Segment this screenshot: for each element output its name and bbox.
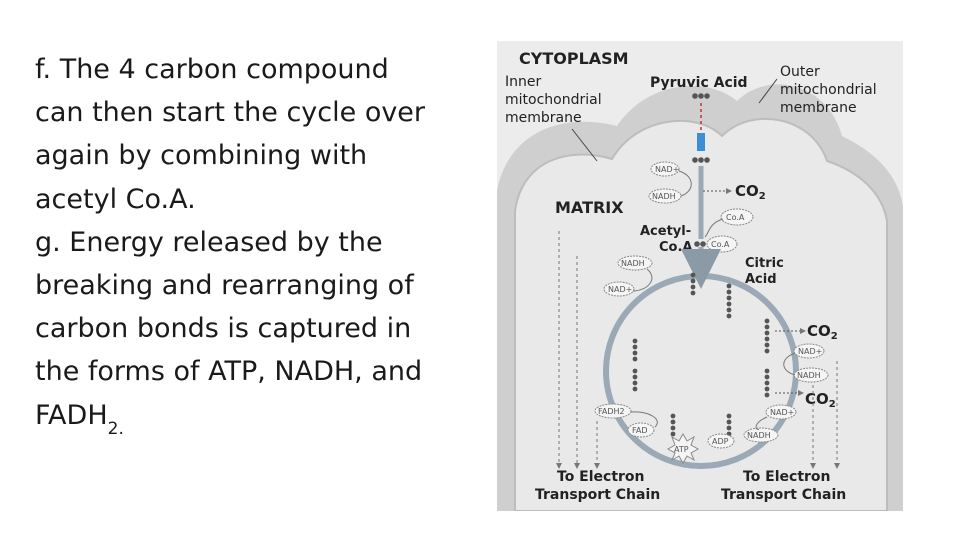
etc-left-label-2: Transport Chain: [535, 487, 660, 503]
pyruvate-carbons: [692, 93, 710, 99]
acetyl-label-2: Co.A: [659, 240, 692, 255]
inner-membrane-label-2: mitochondrial: [505, 92, 602, 108]
acetyl-coa-bubble: [706, 235, 738, 253]
carbon-chains: [632, 272, 770, 437]
inner-membrane-pointer: [571, 128, 598, 162]
etc-left-label-1: To Electron: [557, 469, 645, 485]
text-line: the forms of ATP, NADH, and: [35, 356, 423, 388]
coa-label: Co.A: [726, 213, 745, 222]
nad-label-bottom: NAD+: [770, 408, 794, 417]
slide-text-block: f. The 4 carbon compound can then start …: [35, 48, 475, 440]
text-line: can then start the cycle over: [35, 97, 426, 129]
etc-right-label-2: Transport Chain: [721, 487, 846, 503]
outer-membrane-label-3: membrane: [780, 100, 857, 116]
fadh2-bubble: [594, 403, 632, 419]
fadh2-label: FADH2: [598, 407, 625, 416]
inner-membrane-label-3: membrane: [505, 110, 582, 126]
pyruvic-acid-label: Pyruvic Acid: [650, 75, 748, 91]
inner-membrane-label-1: Inner: [505, 74, 541, 90]
fadh-text: FADH: [35, 399, 108, 431]
nad-bubble-bottom: [765, 404, 797, 420]
fad-label: FAD: [632, 426, 648, 435]
nad-bubble-top: [650, 161, 680, 177]
outer-membrane-pointer: [758, 78, 778, 104]
nad-bubble-right: [793, 343, 825, 359]
nadh-label-top: NADH: [652, 192, 676, 201]
nad-reduction-arrow-right: [783, 352, 796, 376]
nadh-label-bottom: NADH: [747, 431, 771, 440]
adp-label: ADP: [712, 437, 729, 446]
nadh-label-right: NADH: [797, 371, 821, 380]
cytoplasm-label: CYTOPLASM: [519, 49, 629, 68]
outer-membrane-label-2: mitochondrial: [780, 82, 877, 98]
co2-label-low: CO2: [805, 390, 836, 410]
citric-acid-label-2: Acid: [745, 272, 777, 287]
nad-reduction-arrow-bottom: [755, 416, 768, 430]
text-line: breaking and rearranging of: [35, 270, 414, 302]
nad-bubble-left: [603, 281, 635, 297]
text-line: g. Energy released by the: [35, 226, 383, 258]
adp-bubble: [707, 433, 735, 449]
nad-label-left: NAD+: [608, 285, 632, 294]
acetyl-label-1: Acetyl-: [640, 224, 691, 239]
coa-bubble: [720, 208, 754, 226]
fad-bubble: [627, 422, 655, 438]
atp-burst: [666, 432, 700, 465]
text-line: acetyl Co.A.: [35, 183, 196, 215]
transport-protein: [697, 133, 705, 151]
text-line: carbon bonds is captured in: [35, 313, 412, 345]
citric-acid-label-1: Citric: [745, 256, 784, 271]
text-line-last: FADH2.: [35, 394, 475, 440]
fad-reduction-arrow: [630, 411, 658, 428]
acetyl-carbons: [694, 241, 706, 247]
text-line: again by combining with: [35, 140, 368, 172]
text-line: f. The 4 carbon compound: [35, 54, 389, 85]
co2-label-top: CO2: [735, 182, 766, 202]
nad-label-right: NAD+: [798, 347, 822, 356]
nad-reduction-arrow-left: [632, 268, 653, 292]
nadh-bubble-left: [617, 255, 653, 271]
nad-reduction-arrow-top: [678, 170, 692, 197]
atp-label: ATP: [674, 445, 689, 454]
coa-join-arrow: [704, 218, 724, 238]
krebs-cycle-figure: CYTOPLASM Inner mitochondrial membrane P…: [497, 41, 903, 511]
fadh-subscript: 2.: [107, 419, 124, 440]
nadh-bubble-bottom: [743, 427, 779, 443]
etc-right-label-1: To Electron: [743, 469, 831, 485]
pyruvate-carbons-matrix: [692, 157, 710, 163]
acetyl-coa-tag: Co.A: [711, 240, 730, 249]
nadh-label-left: NADH: [621, 259, 645, 268]
krebs-cycle-diagram: CYTOPLASM Inner mitochondrial membrane P…: [497, 41, 903, 511]
matrix-label: MATRIX: [555, 198, 624, 217]
nad-label-top: NAD+: [655, 165, 679, 174]
outer-membrane-label-1: Outer: [780, 64, 820, 80]
co2-label-mid: CO2: [807, 322, 838, 342]
